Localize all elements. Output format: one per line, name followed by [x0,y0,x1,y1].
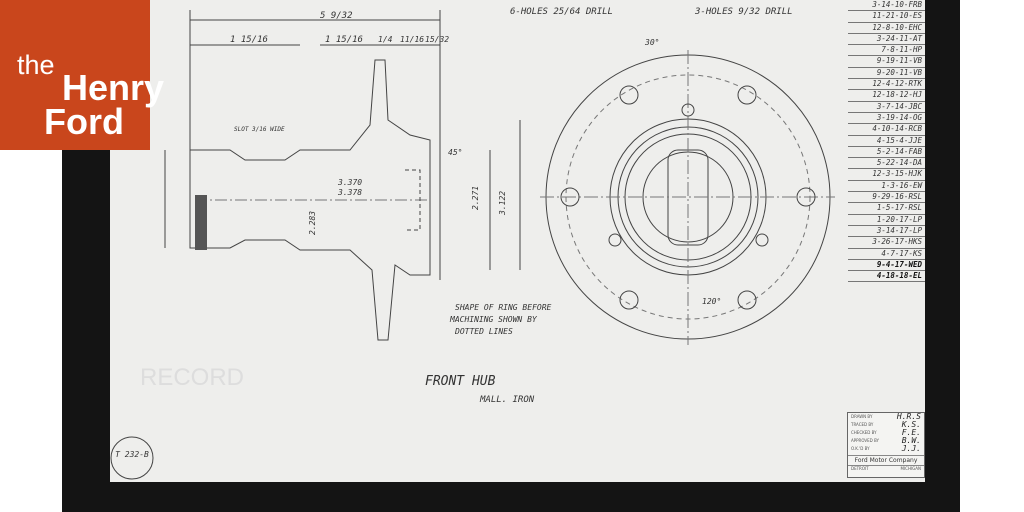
dimension: 5 9/32 [320,11,353,21]
revision-entry: 7-8-11-HP [848,45,925,57]
revision-entry: 5-22-14-DA [848,158,925,170]
tb-label: TRACED BY [851,422,874,427]
dimension: 3.378 [337,188,362,197]
record-watermark: RECORD [140,364,244,391]
revision-entry: 12-4-12-RTK [848,79,925,91]
revision-entry: 5-2-14-FAB [848,147,925,159]
dimension: 2.283 [308,211,317,235]
tb-value: J.J. [901,444,921,453]
tb-label: O.K.'D BY [851,446,870,451]
drill-note-right: 3-HOLES 9/32 DRILL [694,7,793,17]
dimension: 1 15/16 [230,35,268,45]
revision-entry: 1-20-17-LP [848,215,925,226]
blueprint-sheet: 6-HOLES 25/64 DRILL 3-HOLES 9/32 DRILL S… [110,0,925,482]
revision-entry: 4-10-14-RCB [848,124,925,136]
revision-entry: 3-24-11-AT [848,34,925,46]
hub-section-view [164,10,521,341]
revision-entry: 11-21-10-ES [848,11,925,23]
city: DETROIT [851,466,869,471]
dimension: 3.370 [337,178,362,187]
revision-entry: 9-20-11-VB [848,68,925,80]
dimension: 2.271 [471,186,480,210]
revision-entry: 1-5-17-RSL [848,203,925,215]
drill-note-left: 6-HOLES 25/64 DRILL [510,7,613,17]
revision-entry: 12-18-12-HJ [848,90,925,102]
tb-label: CHECKED BY [851,430,877,435]
machining-note: MACHINING SHOWN BY [449,315,538,324]
hub-end-view [540,50,835,345]
revision-entry: 3-7-14-JBC [848,102,925,113]
tb-label: DRAWN BY [851,414,873,419]
tb-value: H.R.S [896,412,921,421]
revision-entry: 3-14-10-FRB [848,0,925,12]
revision-entry: 3-14-17-LP [848,226,925,238]
revision-entry: 9-29-16-RSL [848,192,925,204]
logo-ford: Ford [44,101,124,142]
dimension: 1/4 [378,35,393,44]
slot-note: SLOT 3/16 WIDE [234,126,285,133]
part-material: MALL. IRON [479,395,535,405]
dimension: 15/32 [425,35,449,44]
revision-entry: 12-8-10-EHC [848,23,925,34]
dimension: 120° [702,297,721,306]
revision-entry: 9-19-11-VB [848,56,925,68]
revision-entry: 12-3-15-HJK [848,169,925,181]
drawing-number: T 232-B [115,450,149,459]
dimension: 45° [448,148,462,157]
company-name: Ford Motor Company [848,455,924,465]
revision-entry: 4-18-18-EL [848,271,925,283]
revision-entry: 3-26-17-HKS [848,237,925,249]
tb-value: K.S. [901,420,921,429]
henry-ford-logo: the Henry Ford [0,0,164,150]
revision-entry: 3-19-14-OG [848,113,925,125]
logo-the: the [17,50,55,80]
part-title: FRONT HUB [425,374,496,389]
dimension: 1 15/16 [325,35,363,45]
dimension: 11/16 [400,35,424,44]
tb-label: APPROVED BY [851,438,880,443]
revision-entry: 9-4-17-WED [848,260,925,272]
revision-entry: 4-7-17-KS [848,249,925,260]
logo-henry: Henry [62,67,165,108]
drawing-number-stamp [110,436,154,480]
dimension: 3.122 [498,191,507,216]
machining-note: DOTTED LINES [454,327,513,336]
revision-entry: 4-15-4-JJE [848,136,925,147]
dimension: 30° [644,38,659,47]
technical-drawing: 6-HOLES 25/64 DRILL 3-HOLES 9/32 DRILL S… [110,7,835,480]
state: MICHIGAN [900,466,921,471]
machining-note: SHAPE OF RING BEFORE [455,303,552,312]
tb-value: F.E. [901,428,921,437]
revision-entry: 1-3-16-EW [848,181,925,193]
title-block: DRAWN BY H.R.S TRACED BY K.S. CHECKED BY F.… [847,412,925,478]
tb-value: B.W. [901,436,921,445]
